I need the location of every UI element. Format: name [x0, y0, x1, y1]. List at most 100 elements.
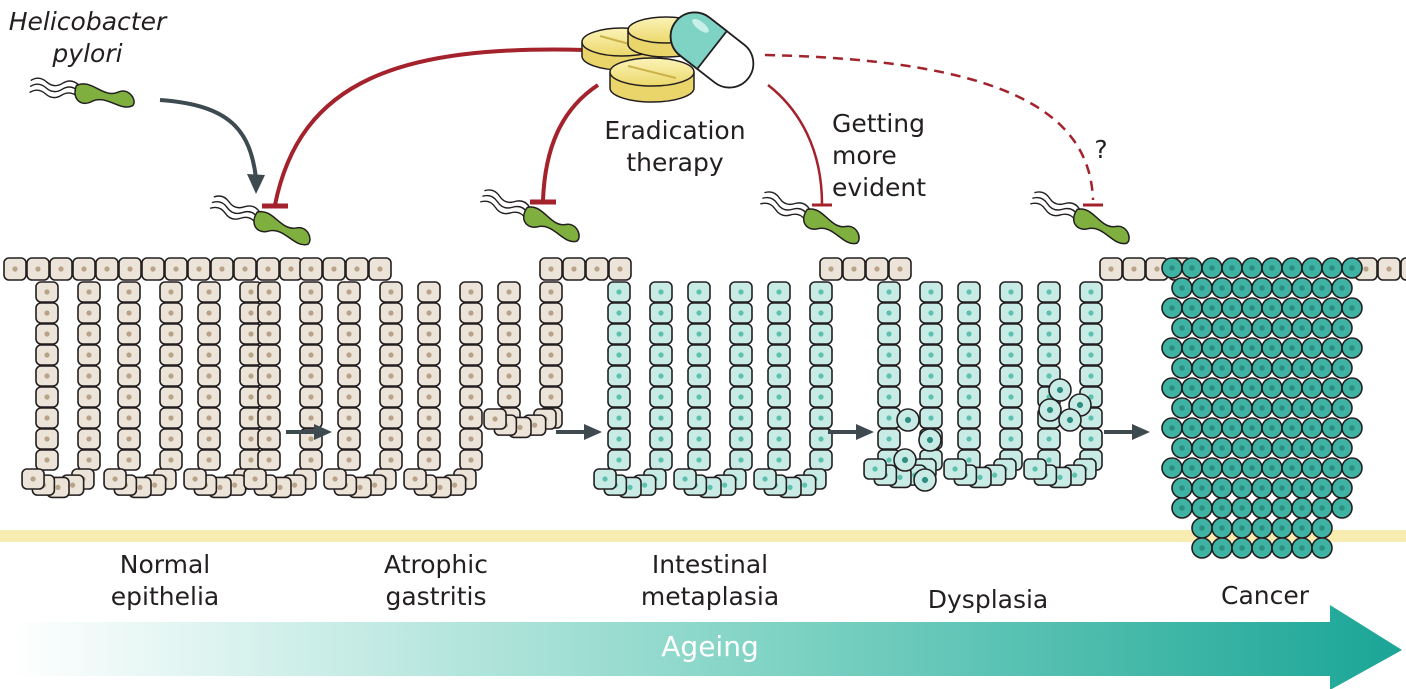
- epithelial-cell: [673, 468, 697, 490]
- cancer-cell: [1311, 477, 1333, 499]
- cancer-cell: [1231, 537, 1253, 559]
- epithelial-cell: [379, 302, 403, 324]
- epithelial-cell: [539, 386, 563, 408]
- epithelial-cell: [809, 344, 833, 366]
- epithelial-cell: [1023, 458, 1047, 480]
- epithelial-cell: [417, 344, 441, 366]
- epithelial-cell: [379, 449, 403, 471]
- cancer-cell: [1251, 537, 1273, 559]
- epithelial-cell: [999, 344, 1023, 366]
- epithelial-cell: [417, 281, 441, 303]
- cancer-cell: [1161, 417, 1183, 439]
- cancer-cell: [1251, 497, 1273, 519]
- dysplastic-cell: [893, 448, 917, 472]
- epithelial-cell: [539, 365, 563, 387]
- epithelial-cell: [957, 323, 981, 345]
- epithelial-cell: [299, 344, 323, 366]
- epithelial-cell: [687, 281, 711, 303]
- epithelial-cell: [257, 323, 281, 345]
- epithelial-cell: [77, 344, 101, 366]
- cancer-cell: [1281, 257, 1303, 279]
- cancer-cell: [1201, 297, 1223, 319]
- cancer-cell: [1191, 477, 1213, 499]
- stage-label-normal: Normal epithelia: [85, 549, 245, 613]
- epithelial-cell: [21, 468, 45, 490]
- gastric-gland: [403, 281, 483, 499]
- cancer-cell: [1321, 457, 1343, 479]
- epithelial-cell: [649, 323, 673, 345]
- epithelial-cell: [379, 407, 403, 429]
- cancer-cell: [1181, 457, 1203, 479]
- epithelial-cell: [35, 281, 59, 303]
- epithelial-cell: [35, 344, 59, 366]
- epithelial-cell: [729, 344, 753, 366]
- epithelial-cell: [299, 449, 323, 471]
- cancer-cell: [1231, 317, 1253, 339]
- stage-label-metaplasia: Intestinal metaplasia: [620, 549, 800, 613]
- cancer-cell: [1271, 397, 1293, 419]
- epithelial-cell: [77, 428, 101, 450]
- epithelial-cell: [35, 407, 59, 429]
- epithelial-cell: [767, 428, 791, 450]
- epithelial-cell: [497, 302, 521, 324]
- epithelial-cell: [809, 386, 833, 408]
- epithelial-cell: [379, 386, 403, 408]
- surface-cell: [842, 257, 866, 281]
- cancer-cell: [1221, 457, 1243, 479]
- epithelial-cell: [687, 428, 711, 450]
- surface-cell: [279, 257, 303, 281]
- cancer-cell: [1231, 437, 1253, 459]
- cancer-cell: [1281, 377, 1303, 399]
- cancer-cell: [1171, 317, 1193, 339]
- cancer-cell: [1211, 477, 1233, 499]
- cancer-cell: [1241, 417, 1263, 439]
- epithelial-cell: [767, 302, 791, 324]
- epithelial-cell: [77, 407, 101, 429]
- epithelial-cell: [919, 386, 943, 408]
- surface-cell: [233, 257, 257, 281]
- cancer-cell: [1311, 437, 1333, 459]
- cancer-cell: [1201, 377, 1223, 399]
- epithelial-cell: [323, 468, 347, 490]
- cancer-cell: [1341, 457, 1363, 479]
- epithelial-cell: [77, 281, 101, 303]
- surface-cell: [1400, 257, 1406, 281]
- epithelial-cell: [729, 449, 753, 471]
- epithelial-cell: [159, 449, 183, 471]
- epithelial-cell: [379, 323, 403, 345]
- epithelial-cell: [999, 428, 1023, 450]
- stage-label-line1: Cancer: [1220, 581, 1310, 610]
- bacterium-icon: [480, 189, 580, 243]
- epithelial-cell: [957, 365, 981, 387]
- surface-cell: [141, 257, 165, 281]
- epithelial-cell: [239, 449, 263, 471]
- epithelial-cell: [243, 468, 267, 490]
- epithelial-cell: [919, 302, 943, 324]
- dysplastic-cell: [913, 468, 937, 492]
- progression-arrow-2: [556, 424, 602, 440]
- epithelial-cell: [459, 302, 483, 324]
- epithelial-cell: [337, 323, 361, 345]
- cancer-cell: [1291, 537, 1313, 559]
- epithelial-cell: [417, 386, 441, 408]
- surface-cell: [865, 257, 889, 281]
- epithelial-cell: [459, 428, 483, 450]
- epithelial-cell: [919, 323, 943, 345]
- evidence-label-line3: evident: [832, 173, 927, 202]
- dysplastic-cell: [1038, 398, 1062, 422]
- epithelial-cell: [607, 386, 631, 408]
- cancer-cell: [1171, 397, 1193, 419]
- epithelial-cell: [919, 407, 943, 429]
- cancer-cell: [1311, 537, 1333, 559]
- epithelial-cell: [35, 449, 59, 471]
- capsule-icon: [669, 11, 755, 89]
- epithelial-cell: [957, 428, 981, 450]
- cancer-cell: [1191, 277, 1213, 299]
- bacterium-icon: [209, 195, 311, 246]
- cancer-cell: [1171, 277, 1193, 299]
- progression-arrow-4: [1104, 424, 1150, 440]
- cancer-cell: [1271, 317, 1293, 339]
- epithelial-cell: [337, 344, 361, 366]
- epithelial-cell: [539, 344, 563, 366]
- epithelial-cell: [999, 302, 1023, 324]
